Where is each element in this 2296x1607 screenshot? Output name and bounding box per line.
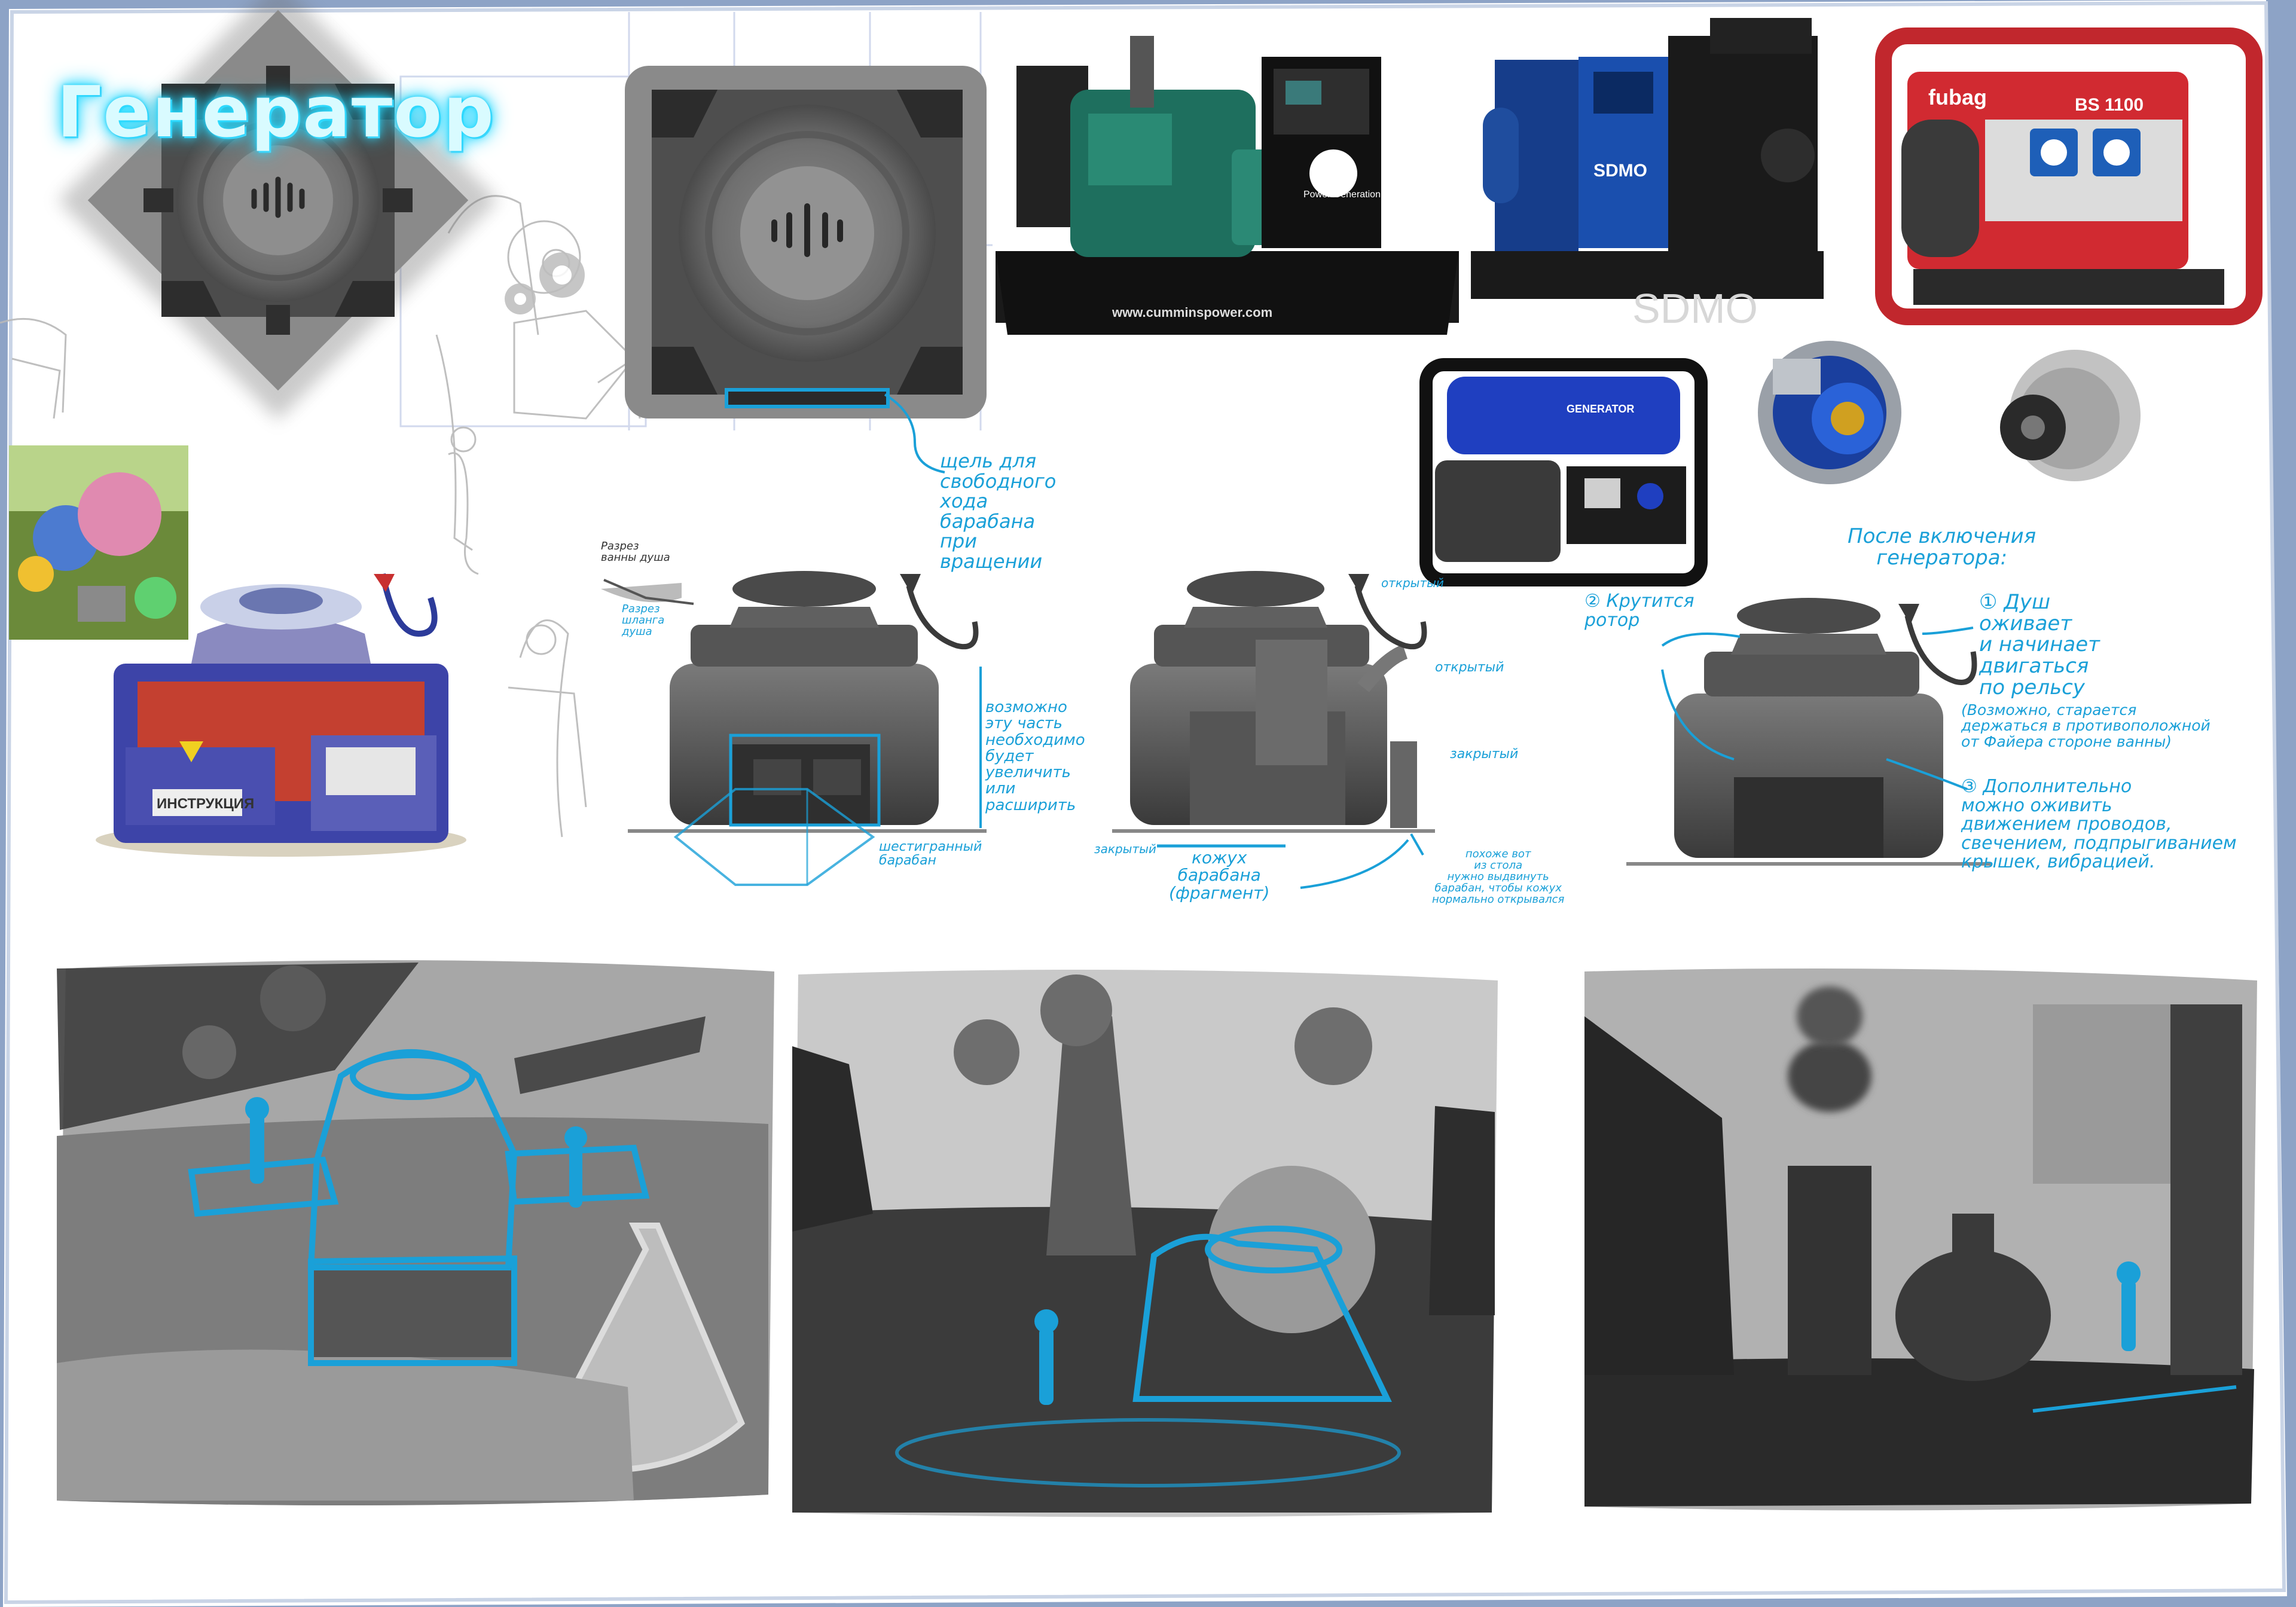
- note-casing: кожух барабана (фрагмент): [1169, 848, 1270, 903]
- note-closed-2: закрытый: [1094, 842, 1156, 856]
- photo-blue-alternator: [1758, 341, 1901, 484]
- front-view-1: [601, 571, 987, 886]
- note-drum: шестигранный барабан: [879, 839, 982, 869]
- sdmo-watermark: SDMO: [1632, 285, 1758, 332]
- portable-generator-label: GENERATOR: [1567, 403, 1634, 415]
- fubag-model: BS 1100: [2075, 95, 2144, 115]
- note-hose-cut: Разрез шланга душа: [622, 603, 665, 638]
- note-open-2: открытый: [1435, 660, 1504, 675]
- thumbnail-2-tree: [792, 970, 1498, 1517]
- photo-sdmo-generator: SDMO SDMO: [1471, 18, 1824, 332]
- photo-cummins-generator: Power Generation www.cumminspower.com: [996, 36, 1459, 335]
- photo-fubag-generator: fubag BS 1100: [1875, 28, 2263, 325]
- page-title: Генератор: [57, 71, 495, 153]
- note-rotor: ② Крутится ротор: [1584, 591, 1694, 631]
- instruction-label: ИНСТРУКЦИЯ: [157, 796, 254, 812]
- note-after-title: После включения генератора:: [1848, 524, 2037, 570]
- note-open-1: открытый: [1381, 576, 1444, 590]
- photo-grey-alternator: [2000, 350, 2141, 481]
- note-3: ③ Дополнительно можно оживить движением …: [1961, 776, 2237, 872]
- cummins-logo-text: Power Generation: [1303, 190, 1381, 200]
- reference-cartoon-thumbnail: [9, 445, 188, 640]
- front-view-2-open: [1112, 571, 1435, 889]
- thumbnail-3-shelf: [1584, 969, 2257, 1511]
- note-expand: возможно эту часть необходимо будет увел…: [985, 698, 1085, 814]
- cummins-url: www.cumminspower.com: [1112, 305, 1272, 320]
- note-shower-cut: Разрез ванны душа: [601, 540, 670, 564]
- gear-sketch: [505, 252, 585, 314]
- thumbnail-1-desk: [57, 960, 774, 1505]
- note-closed-1: закрытый: [1450, 747, 1519, 762]
- note-slot: щель для свободного хода барабана при вр…: [940, 450, 1057, 573]
- sdmo-panel-label: SDMO: [1593, 161, 1647, 181]
- note-table: похоже вот из стола нужно выдвинуть бара…: [1432, 848, 1565, 906]
- photo-blue-portable-generator: GENERATOR: [1419, 358, 1708, 586]
- note-1b: (Возможно, старается держаться в противо…: [1961, 701, 2210, 750]
- generator-topview-diamond: [58, 0, 498, 420]
- note-1: ① Душ оживает и начинает двигаться по ре…: [1979, 590, 2100, 699]
- fubag-brand: fubag: [1928, 85, 1987, 109]
- generator-color-concept: ИНСТРУКЦИЯ: [96, 573, 466, 857]
- generator-topview-slot: [625, 66, 987, 473]
- front-view-3-active: [1626, 598, 1991, 866]
